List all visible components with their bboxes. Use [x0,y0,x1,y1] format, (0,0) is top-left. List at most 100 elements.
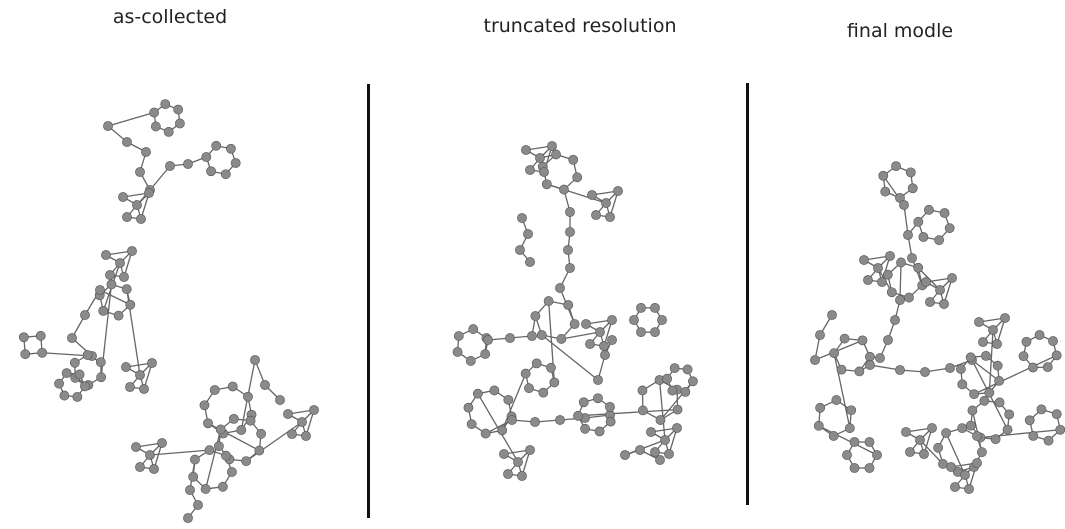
atom [875,353,885,363]
atom [669,363,680,374]
atom [556,334,567,344]
atom [593,375,603,385]
atom [854,366,865,377]
atom [530,417,540,427]
atom [569,319,580,329]
atom [536,330,547,340]
atom [144,188,154,198]
atom [525,257,535,267]
atom [82,350,93,360]
atom [565,227,575,237]
atom [880,186,891,197]
atom [165,161,175,171]
atom [939,208,950,218]
atom [531,358,542,369]
bond [988,329,994,393]
atom [95,285,105,295]
panel-title-truncated-resolution: truncated resolution [483,15,677,37]
atom [1018,351,1029,362]
atom [933,442,944,453]
atom [539,167,549,177]
atom [836,364,847,375]
atom [527,331,537,341]
atom [546,362,556,373]
atom [607,335,617,345]
atom [846,405,857,416]
atom [1002,424,1013,435]
bond [833,353,851,429]
atom [924,204,934,215]
atom [810,355,820,365]
atom [907,183,918,194]
atom [260,380,270,390]
atom [1042,362,1053,373]
atom [605,401,615,412]
atom [655,455,665,465]
atom [682,364,693,375]
atom [54,378,64,389]
bond [903,204,909,236]
atom [465,356,476,366]
atom [463,402,474,413]
atom [565,207,575,217]
atom [517,213,527,223]
bond [541,334,599,381]
atom [828,431,839,441]
atom [978,337,988,347]
atom [69,357,80,368]
atom [945,363,955,373]
atom [636,327,646,338]
atom [939,299,949,309]
atom [905,447,915,457]
atom [301,431,311,441]
atom [580,423,590,434]
atom [122,137,132,147]
atom [559,184,569,195]
bond [546,183,607,204]
atom [127,246,137,256]
atom [535,153,545,163]
atom [857,335,868,346]
atom [972,431,982,441]
atom [254,445,265,456]
atom [505,333,515,343]
bond [577,408,678,417]
atom [74,369,85,380]
atom [489,385,500,396]
atom [122,212,132,222]
atom [80,381,90,392]
atom [547,141,557,151]
atom [994,376,1005,386]
atom [521,145,531,155]
atom [250,355,260,365]
atom [37,347,48,358]
atom [199,400,210,411]
atom [813,420,824,431]
atom [188,471,199,482]
atom [613,186,623,196]
atom [101,250,111,260]
atom [497,425,508,436]
atom [59,390,70,401]
atom [946,462,956,472]
atom [688,376,698,387]
atom [976,447,987,458]
atom [890,315,900,325]
atom [594,426,605,437]
atom [201,152,212,162]
panel-divider-right [746,83,749,505]
atom [245,415,256,426]
atom [1028,362,1038,373]
atom [657,315,667,325]
atom [913,262,924,273]
atom [530,311,541,321]
atom [61,368,72,379]
atom [135,167,145,177]
atom [157,438,167,448]
atom [538,387,549,398]
atom [950,482,960,492]
atom [563,245,573,255]
atom [915,435,925,445]
atom [499,449,509,459]
